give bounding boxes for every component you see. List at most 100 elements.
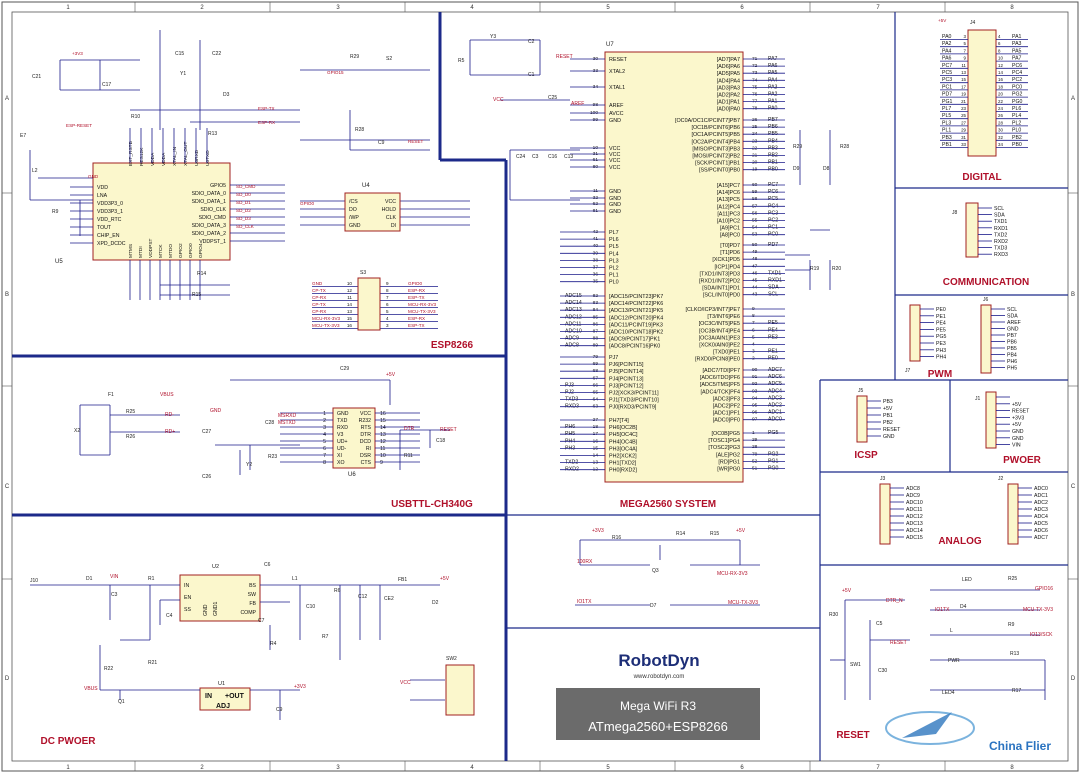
- mega-pin-right: [ADC0]PF0: [713, 418, 740, 424]
- mega-pin-right: [OC3A/AIN1]PE3: [699, 335, 740, 341]
- mega-pin-right: [AD6]PA6: [717, 64, 740, 70]
- switch-left-net: CP-TX: [312, 302, 326, 307]
- level-net-label: +3V3: [592, 528, 604, 534]
- esp-pin-top: VDDA: [161, 152, 167, 166]
- header-pin-label: ADC2: [1034, 500, 1048, 506]
- esp-part-label: C22: [212, 51, 221, 57]
- mega-net-vcc: VCC: [493, 97, 504, 103]
- ch340-pin-num-right: 13: [380, 432, 386, 438]
- mega-pin-left: PJ5[PCINT14]: [609, 369, 644, 375]
- mega-pin-right: [A11]PC3: [717, 211, 740, 217]
- digital-net-right: PL2: [1012, 120, 1021, 126]
- mega-pin-left: XTAL2: [609, 69, 625, 75]
- digital-net-right: PL0: [1012, 128, 1021, 134]
- esp-net-label: RESET: [408, 139, 424, 144]
- esp-part-label: C9: [378, 140, 385, 146]
- ch340-pin-num-left: 4: [323, 432, 326, 438]
- dc-part-label: C9: [276, 707, 283, 713]
- mega-pin-right: [ADC2]PF2: [713, 404, 740, 410]
- mega2560-wiring: [469, 39, 831, 471]
- switch-right-pin: 6: [386, 302, 389, 307]
- esp-pin-top: U0TXD: [205, 150, 211, 166]
- header-pin-label: ADC11: [906, 507, 922, 513]
- switch-left-pin: 13: [347, 309, 353, 314]
- analog-headers: J3 ADC8ADC9ADC10ADC11ADC12ADC13ADC14ADC1…: [879, 476, 1048, 545]
- mega-part-label: C2: [528, 39, 535, 45]
- mega-pin-right: [XCK0/AIN0]PE2: [699, 343, 740, 349]
- header-pin-label: PE0: [936, 307, 946, 313]
- mega-pin-right: [RXD1/INT2]PD2: [699, 279, 740, 285]
- level-net-label: +5V: [736, 528, 746, 534]
- mega-pin-right: [T3/INT6]PE6: [707, 314, 740, 320]
- reset-part-label: SW1: [850, 662, 861, 668]
- logo-panel: RobotDyn www.robotdyn.com Mega WiFi R3 A…: [556, 651, 1051, 753]
- ch340-net-label: +5V: [386, 372, 396, 378]
- ch340-part-label: C28: [265, 420, 274, 426]
- esp-pin-right: SDIO_DATA_0: [192, 191, 227, 197]
- esp-net-label: SD_CMD: [236, 184, 256, 189]
- ch340-part-label: C27: [202, 429, 211, 435]
- header-pin-label: PE3: [936, 341, 946, 347]
- reset-part-label: R25: [1008, 576, 1017, 582]
- section-titles: ESP8266 USBTTL-CH340G DC PWOER MEGA2560 …: [41, 172, 1042, 747]
- digital-pin-num-left: 9: [964, 56, 967, 61]
- esp-net-label: SD_CLK: [236, 224, 255, 229]
- ch340-pin-num-right: 11: [380, 446, 385, 452]
- mega-pin-left: PL3: [609, 258, 619, 264]
- header-pin-label: ADC10: [906, 500, 923, 506]
- digital-pin-num-left: 29: [961, 128, 966, 133]
- digital-pin-num-right: 18: [998, 84, 1003, 89]
- mega-pin-left: VCC: [609, 165, 620, 171]
- esp-part-label: C17: [102, 82, 111, 88]
- mega-pin-right: [ADC4/TCK]PF4: [700, 389, 740, 395]
- header-pin-label: RESET: [1012, 409, 1030, 415]
- ch340-wiring: [79, 379, 450, 475]
- digital-net-right: PG2: [1012, 92, 1022, 98]
- switch-left-pin: 16: [347, 323, 353, 328]
- level-net-label: MCU-RX-3V3: [717, 571, 748, 577]
- header-pin-label: SCL: [994, 206, 1004, 212]
- ch340-pin-right: DCD: [360, 439, 371, 445]
- ch340-ref: U6: [348, 472, 356, 478]
- reset-led-label: PWR: [948, 658, 960, 664]
- digital-pin-num-left: 5: [964, 41, 967, 46]
- mega-part-label: D8: [823, 166, 830, 172]
- ch340-net-label: GND: [210, 408, 222, 414]
- ch340-net-label: RD-: [165, 412, 174, 418]
- digital-pin-num-left: 3: [964, 34, 967, 39]
- digital-pin-num-right: 8: [998, 48, 1001, 53]
- pwm-header-j7: [909, 304, 921, 362]
- esp-net-label: ESP-RESET: [66, 123, 92, 128]
- switch-left-pin: 14: [347, 302, 353, 307]
- digital-net-left: PC5: [942, 70, 952, 76]
- digital-pin-num-left: 27: [961, 120, 966, 125]
- dc-net-label: VCC: [400, 680, 411, 686]
- ch340-pin-num-left: 7: [323, 453, 326, 459]
- esp-part-label: E7: [20, 133, 26, 139]
- ch340-part-label: R25: [126, 409, 135, 415]
- esp-part-label: L2: [32, 168, 38, 174]
- u2-pin-left: IN: [184, 583, 189, 589]
- dc-net-label: +5V: [440, 576, 450, 582]
- grid-col-6-bottom: 6: [740, 765, 744, 771]
- mega-pin-right: [A14]PC6: [717, 190, 740, 196]
- esp-net-label: SD_D2: [236, 208, 251, 213]
- ch340-pin-left: XO: [337, 460, 345, 466]
- grid-col-8-top: 8: [1010, 5, 1014, 11]
- esp-pin-top: XTAL_OUT: [183, 141, 189, 166]
- dc-part-label: R7: [322, 634, 329, 640]
- dc-part-label: FB1: [398, 577, 407, 583]
- level-part-label: D7: [650, 603, 657, 609]
- mega-pin-right: [TXD0]PE1: [713, 350, 740, 356]
- esp-pin-right: SDIO_DATA_1: [192, 199, 227, 205]
- header-pin-label: RXD2: [994, 239, 1008, 245]
- header-pin-label: TXD1: [994, 219, 1007, 225]
- reset-net-label: RESET: [890, 640, 907, 646]
- dc-part-label: C10: [306, 604, 315, 610]
- reset-led-label: L: [950, 628, 953, 634]
